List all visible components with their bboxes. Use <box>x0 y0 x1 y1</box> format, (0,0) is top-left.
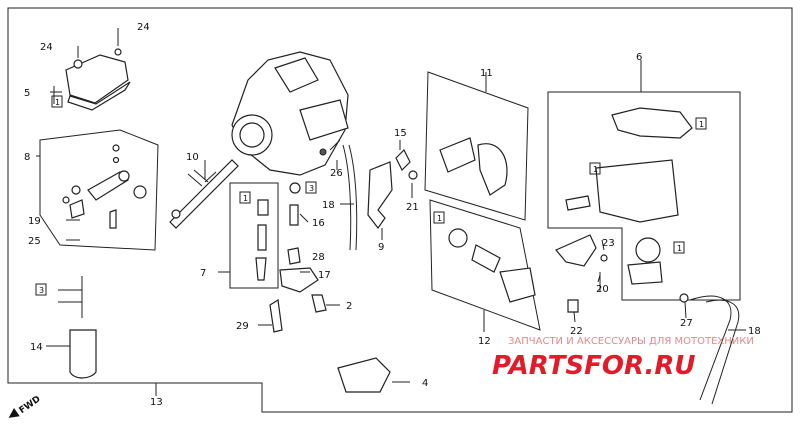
callout-23: 23 <box>602 238 615 249</box>
watermark-subtitle: ЗАПЧАСТИ И АКСЕССУАРЫ ДЛЯ МОТОТЕХНИКИ <box>508 336 754 347</box>
callout-18-center: 18 <box>322 200 335 211</box>
callout-7: 7 <box>200 268 206 279</box>
float-part <box>69 276 97 379</box>
boxed-1-group12: 1 <box>437 214 442 223</box>
boxed-1-oring: 1 <box>677 244 682 253</box>
clip-group-4 <box>337 357 410 393</box>
callout-25: 25 <box>28 236 41 247</box>
linkage-bracket-group <box>39 129 159 251</box>
callout-24-right: 24 <box>137 22 150 33</box>
watermark: ЗАПЧАСТИ И АКСЕССУАРЫ ДЛЯ МОТОТЕХНИКИ PA… <box>492 336 754 381</box>
callout-27: 27 <box>680 318 693 329</box>
fwd-label: FWD <box>18 394 43 416</box>
callout-labels: 24 24 5 8 19 25 10 7 26 18 16 28 17 2 29… <box>24 22 761 408</box>
boxed-1-cover: 1 <box>55 98 60 107</box>
callout-17: 17 <box>318 270 331 281</box>
leader-lines <box>36 60 746 396</box>
float-bowl-group <box>547 91 741 301</box>
top-cover-group <box>50 28 131 111</box>
callout-10: 10 <box>186 152 199 163</box>
callout-13: 13 <box>150 397 163 408</box>
assembly-frame <box>7 7 793 413</box>
callout-14: 14 <box>30 342 43 353</box>
adjust-screw-group <box>169 159 239 229</box>
callout-12: 12 <box>478 336 491 347</box>
drain-hose-group <box>679 293 740 405</box>
fwd-arrow-icon <box>8 408 20 418</box>
boxed-3-jet: 3 <box>309 184 314 193</box>
callout-24-left: 24 <box>40 42 53 53</box>
callout-11: 11 <box>480 68 493 79</box>
callout-9: 9 <box>378 242 384 253</box>
callout-20: 20 <box>596 284 609 295</box>
callout-16: 16 <box>312 218 325 229</box>
callout-26: 26 <box>330 168 343 179</box>
fwd-indicator: FWD <box>8 394 43 418</box>
callout-18-right: 18 <box>748 326 761 337</box>
boxed-1-jet: 1 <box>243 194 248 203</box>
boxed-1-bowl: 1 <box>593 165 598 174</box>
callout-22: 22 <box>570 326 583 337</box>
boxed-1-gasket: 1 <box>699 120 704 129</box>
throttle-group-11 <box>424 71 529 221</box>
carburetor-body <box>231 51 349 176</box>
callout-6: 6 <box>636 52 642 63</box>
callout-19: 19 <box>28 216 41 227</box>
callout-15: 15 <box>394 128 407 139</box>
callout-5: 5 <box>24 88 30 99</box>
callout-28: 28 <box>312 252 325 263</box>
linkage-9-group <box>367 148 418 230</box>
callout-4: 4 <box>422 378 428 389</box>
jet-assembly-group <box>229 182 279 289</box>
center-small-parts <box>269 144 358 333</box>
boxed-3-left: 3 <box>39 286 44 295</box>
callout-2: 2 <box>346 301 352 312</box>
callout-8: 8 <box>24 152 30 163</box>
callout-29: 29 <box>236 321 249 332</box>
callout-21: 21 <box>406 202 419 213</box>
throttle-group-12 <box>429 199 541 331</box>
boxed-references: 1 1 3 1 1 1 1 3 1 <box>35 95 707 296</box>
small-linkage-group <box>555 234 608 313</box>
watermark-brand: PARTSFOR.RU <box>492 351 695 381</box>
